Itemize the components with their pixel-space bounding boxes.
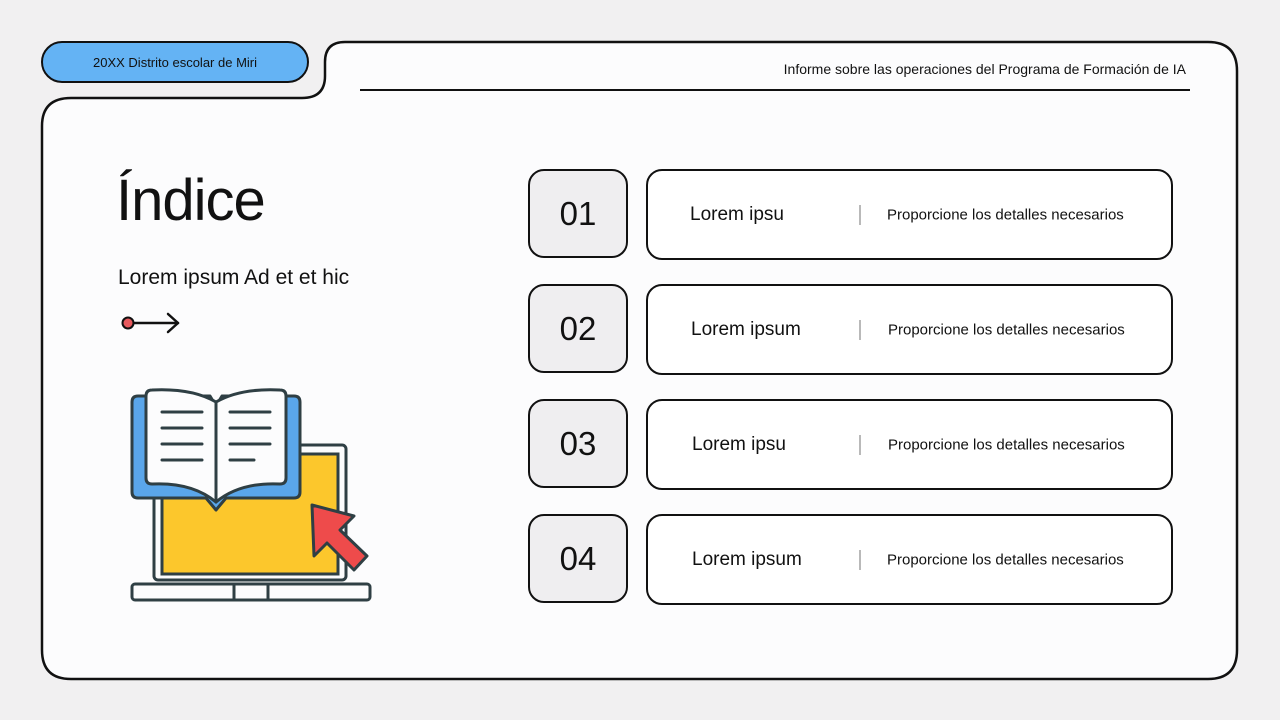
index-row-2[interactable]: Lorem ipsum Proporcione los detalles nec… [646, 284, 1173, 375]
index-row-detail: Proporcione los detalles necesarios [888, 436, 1125, 453]
index-row-name: Lorem ipsu [690, 203, 784, 225]
header-divider [360, 89, 1190, 91]
index-row-detail: Proporcione los detalles necesarios [887, 551, 1124, 568]
report-title: Informe sobre las operaciones del Progra… [783, 61, 1186, 77]
index-row-3[interactable]: Lorem ipsu Proporcione los detalles nece… [646, 399, 1173, 490]
index-row-detail: Proporcione los detalles necesarios [888, 321, 1125, 338]
index-row-name: Lorem ipsum [691, 318, 801, 340]
index-row-detail: Proporcione los detalles necesarios [887, 206, 1124, 223]
index-number-2: 02 [528, 284, 628, 373]
index-row-name: Lorem ipsum [692, 548, 802, 570]
district-tag: 20XX Distrito escolar de Miri [41, 41, 309, 83]
page-subtitle: Lorem ipsum Ad et et hic [118, 266, 350, 289]
index-number-1: 01 [528, 169, 628, 258]
index-row-name: Lorem ipsu [692, 433, 786, 455]
row-separator [859, 549, 861, 570]
book-laptop-icon [130, 388, 372, 602]
page-title: Índice [116, 168, 266, 233]
index-row-1[interactable]: Lorem ipsu Proporcione los detalles nece… [646, 169, 1173, 260]
row-separator [859, 204, 861, 225]
index-number-4: 04 [528, 514, 628, 603]
row-separator [859, 319, 861, 340]
index-row-4[interactable]: Lorem ipsum Proporcione los detalles nec… [646, 514, 1173, 605]
index-number-3: 03 [528, 399, 628, 488]
row-separator [859, 434, 861, 455]
arrow-right-icon [121, 312, 180, 334]
